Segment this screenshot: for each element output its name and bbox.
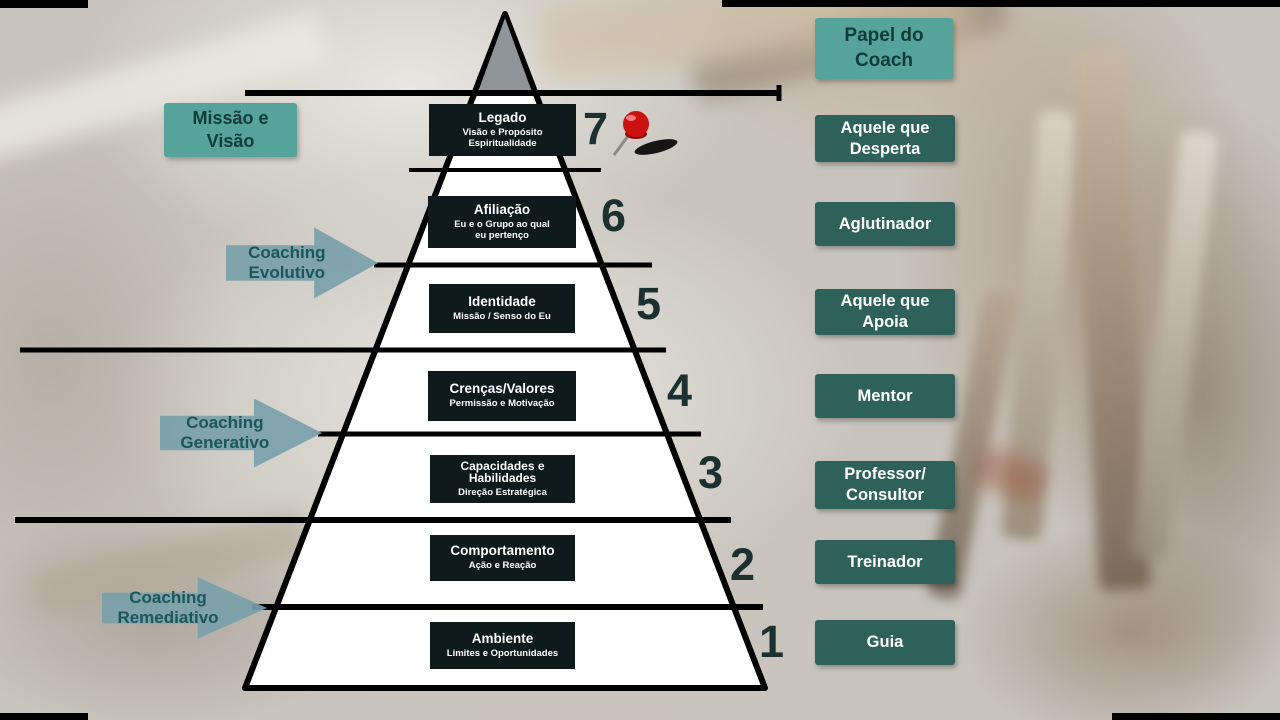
pyramid-level-1: Ambiente Limites e Oportunidades (430, 622, 575, 669)
right-column-header: Papel do Coach (815, 18, 953, 79)
level-number-6: 6 (601, 190, 627, 241)
level-subtitle: Visão e Propósito Espiritualidade (462, 126, 543, 150)
coach-role-2: Treinador (815, 540, 955, 584)
level-title: Crenças/Valores (449, 381, 555, 397)
level-subtitle: Ação e Reação (468, 560, 537, 572)
arrow-label: Coaching Generativo (180, 413, 270, 452)
coaching-arrow-generativo: Coaching Generativo (160, 397, 322, 469)
coach-role-5: Aquele que Apoia (815, 289, 955, 335)
level-subtitle: Direção Estratégica (458, 486, 547, 498)
pyramid-level-2: Comportamento Ação e Reação (430, 535, 575, 581)
level-number-2: 2 (730, 539, 756, 590)
level-title: Ambiente (471, 630, 534, 646)
letterbox-bar-bottom-left (0, 713, 88, 720)
level-subtitle: Missão / Senso do Eu (453, 310, 551, 322)
pyramid-level-6: Afiliação Eu e o Grupo ao qual eu perten… (428, 196, 576, 248)
coach-role-1: Guia (815, 620, 955, 665)
level-title: Capacidades e Habilidades (460, 458, 545, 486)
mission-vision-label: Missão e Visão (164, 103, 297, 157)
level-title: Legado (478, 109, 527, 125)
level-title: Identidade (468, 293, 536, 309)
pyramid-level-4: Crenças/Valores Permissão e Motivação (428, 371, 576, 421)
coach-role-3: Professor/ Consultor (815, 461, 955, 509)
coach-role-7: Aquele que Desperta (815, 115, 955, 162)
coaching-arrow-evolutivo: Coaching Evolutivo (226, 226, 378, 300)
arrow-label: Coaching Evolutivo (248, 243, 326, 282)
level-title: Comportamento (450, 543, 555, 559)
level-subtitle: Permissão e Motivação (449, 398, 555, 410)
pyramid-level-3: Capacidades e Habilidades Direção Estrat… (430, 455, 575, 503)
pyramid-apex (478, 18, 532, 92)
level-number-7: 7 (583, 103, 609, 154)
level-subtitle: Eu e o Grupo ao qual eu pertenço (454, 218, 550, 242)
level-subtitle: Limites e Oportunidades (446, 647, 559, 659)
letterbox-bar-bottom-right (1112, 713, 1280, 720)
coaching-arrow-remediativo: Coaching Remediativo (102, 576, 267, 640)
coach-role-6: Aglutinador (815, 202, 955, 246)
level-number-5: 5 (636, 278, 662, 329)
coach-role-4: Mentor (815, 374, 955, 418)
level-number-1: 1 (759, 616, 785, 667)
pushpin-icon (612, 111, 678, 156)
level-number-3: 3 (698, 447, 724, 498)
level-number-4: 4 (667, 365, 693, 416)
pyramid-level-7: Legado Visão e Propósito Espiritualidade (429, 104, 576, 156)
arrow-label: Coaching Remediativo (117, 588, 219, 627)
letterbox-bar-top-left (0, 0, 88, 8)
pyramid-level-5: Identidade Missão / Senso do Eu (429, 284, 575, 333)
letterbox-bar-top-right (722, 0, 1280, 7)
level-title: Afiliação (473, 201, 531, 217)
